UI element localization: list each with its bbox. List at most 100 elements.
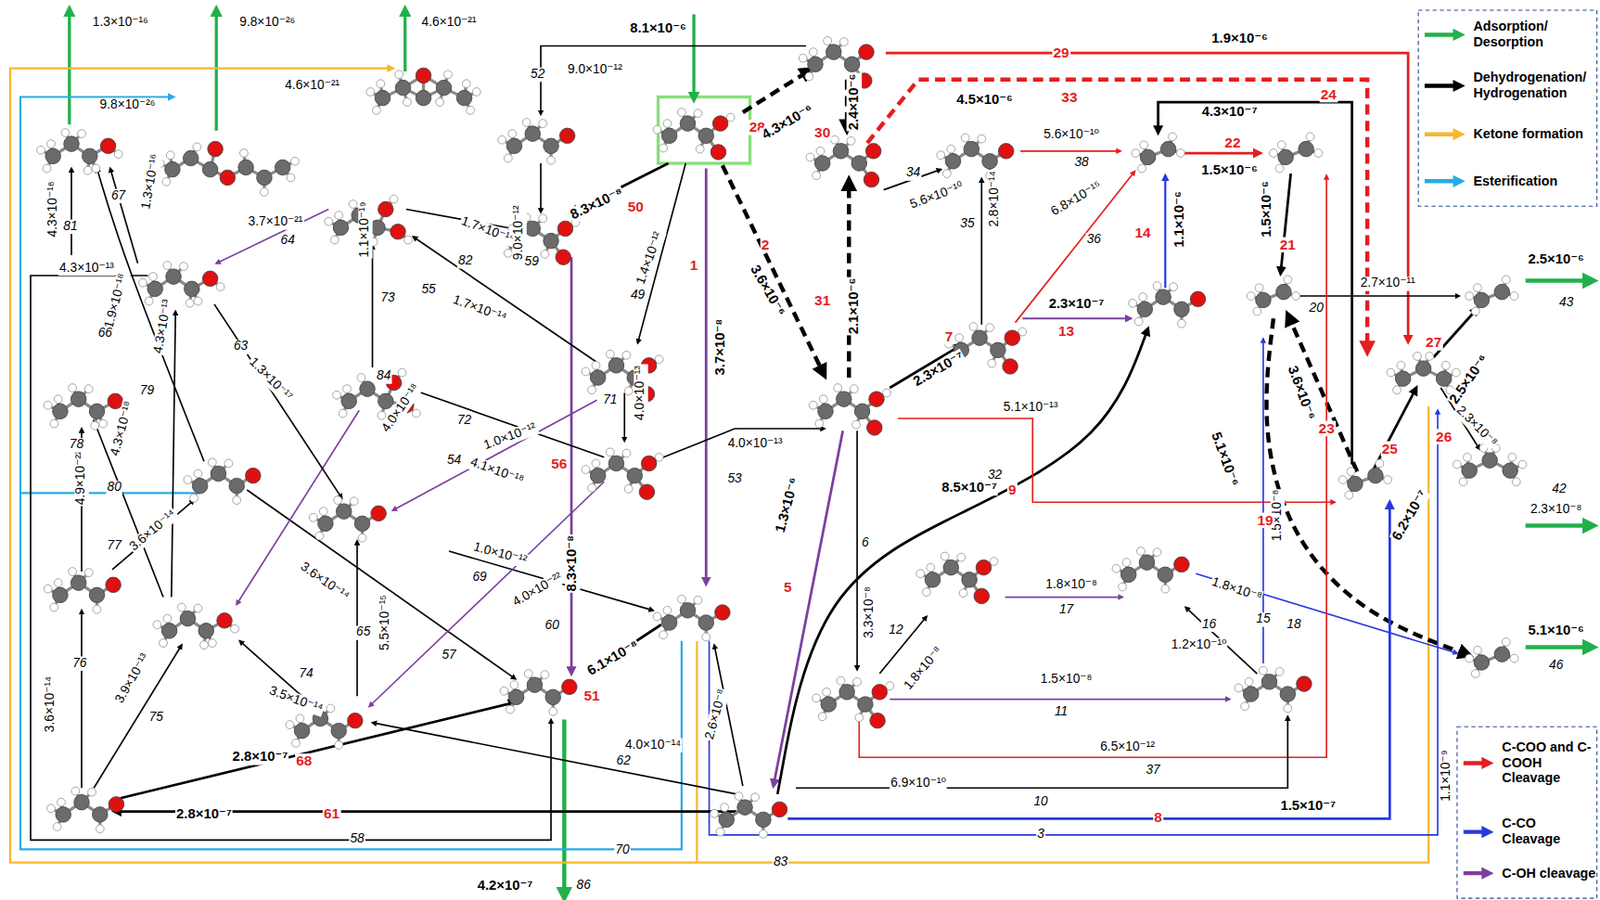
atom	[807, 56, 824, 73]
atom	[622, 448, 631, 458]
step-number: 72	[456, 413, 473, 428]
step-number: 65	[355, 625, 372, 640]
molecule	[652, 594, 730, 641]
atom	[285, 720, 295, 730]
atom	[240, 149, 249, 158]
step-number: 82	[457, 254, 474, 269]
atom	[182, 150, 199, 167]
step-number: 50	[627, 199, 645, 216]
atom	[395, 70, 404, 79]
molecule	[183, 458, 261, 505]
atom	[1120, 566, 1137, 583]
atom	[45, 148, 62, 165]
rate-constant: 3.6×10⁻¹⁴	[126, 506, 180, 555]
step-number: 31	[813, 293, 832, 309]
atom	[1168, 132, 1178, 141]
atom	[466, 105, 475, 115]
atom	[192, 142, 202, 152]
atom	[985, 323, 995, 333]
reaction-arrow	[413, 236, 598, 362]
atom	[1004, 330, 1021, 346]
atom	[166, 268, 182, 285]
atom	[622, 350, 631, 359]
atom	[1305, 132, 1315, 141]
atom	[354, 515, 371, 532]
reaction-arrow	[10, 68, 1429, 863]
atom	[734, 792, 743, 801]
atom	[341, 393, 358, 410]
atom	[70, 391, 87, 408]
atom	[818, 403, 834, 420]
atom	[1502, 462, 1519, 479]
atom	[52, 403, 69, 420]
atom	[114, 150, 123, 159]
atom	[990, 342, 1007, 359]
reaction-arrow	[171, 311, 176, 598]
molecule	[47, 786, 125, 833]
atom	[1174, 301, 1191, 318]
rate-constant: 1.3×10⁻¹⁷	[244, 354, 295, 405]
atom	[581, 367, 590, 376]
rate-constant: 4.0×10⁻¹³	[727, 436, 784, 451]
rate-constant: 2.8×10⁻⁷	[231, 749, 290, 765]
reaction-arrow	[393, 399, 598, 511]
atom	[1413, 352, 1422, 361]
step-number: 53	[726, 472, 743, 487]
rate-constant: 6.1×10⁻⁸	[584, 637, 643, 680]
atom	[1463, 452, 1472, 461]
atom	[972, 330, 988, 346]
atom	[836, 391, 853, 408]
molecule	[710, 792, 788, 839]
reaction-arrow	[795, 716, 1288, 788]
step-number: 26	[1434, 428, 1453, 445]
atom	[987, 358, 997, 368]
rate-constant: 9.0×10⁻¹²	[512, 204, 526, 261]
atom	[371, 505, 387, 522]
molecule	[1128, 281, 1206, 329]
step-number: 83	[772, 855, 789, 870]
reaction-arrow	[356, 540, 359, 696]
atom	[839, 38, 848, 47]
atom	[1176, 149, 1185, 158]
atom	[190, 493, 199, 502]
reaction-arrow	[403, 8, 407, 72]
atom	[334, 741, 344, 750]
atom	[844, 56, 860, 73]
step-number: 77	[105, 538, 122, 553]
atom	[435, 79, 452, 96]
atom	[193, 469, 203, 478]
reaction-arrow	[1164, 175, 1166, 288]
atom	[183, 475, 192, 485]
atom	[808, 400, 818, 410]
molecule	[581, 349, 664, 402]
molecule	[153, 602, 239, 650]
step-number: 7	[944, 329, 955, 346]
reaction-arrows	[10, 8, 1594, 898]
atom	[1473, 292, 1490, 308]
rate-constant: 3.5×10⁻¹⁴	[266, 683, 326, 717]
atom	[260, 187, 269, 196]
molecule	[581, 448, 664, 500]
step-number: 67	[110, 189, 127, 204]
atom	[1255, 292, 1272, 308]
atom	[324, 217, 333, 226]
rate-constant: 1.9×10⁻¹⁸	[102, 270, 131, 331]
atom	[663, 605, 672, 615]
atom	[332, 219, 349, 236]
rate-constant: 2.3×10⁻⁸	[1529, 502, 1584, 517]
atom	[43, 400, 52, 410]
rate-constant: 5.1×10⁻⁶	[1207, 429, 1242, 490]
atom	[163, 614, 172, 623]
atom	[559, 128, 576, 144]
rate-constant: 4.6×10⁻²¹	[421, 15, 478, 30]
atom	[977, 134, 986, 143]
legend-frame	[1418, 10, 1598, 206]
atom	[589, 370, 606, 386]
rate-constant: 6.9×10⁻¹⁰	[889, 776, 948, 791]
atom	[1510, 292, 1519, 301]
legend-text: C-CO Cleavage	[1501, 816, 1596, 847]
rate-constant: 8.1×10⁻⁶	[628, 21, 688, 37]
atom	[53, 578, 63, 588]
atom	[916, 569, 925, 578]
reaction-arrow	[67, 8, 71, 125]
